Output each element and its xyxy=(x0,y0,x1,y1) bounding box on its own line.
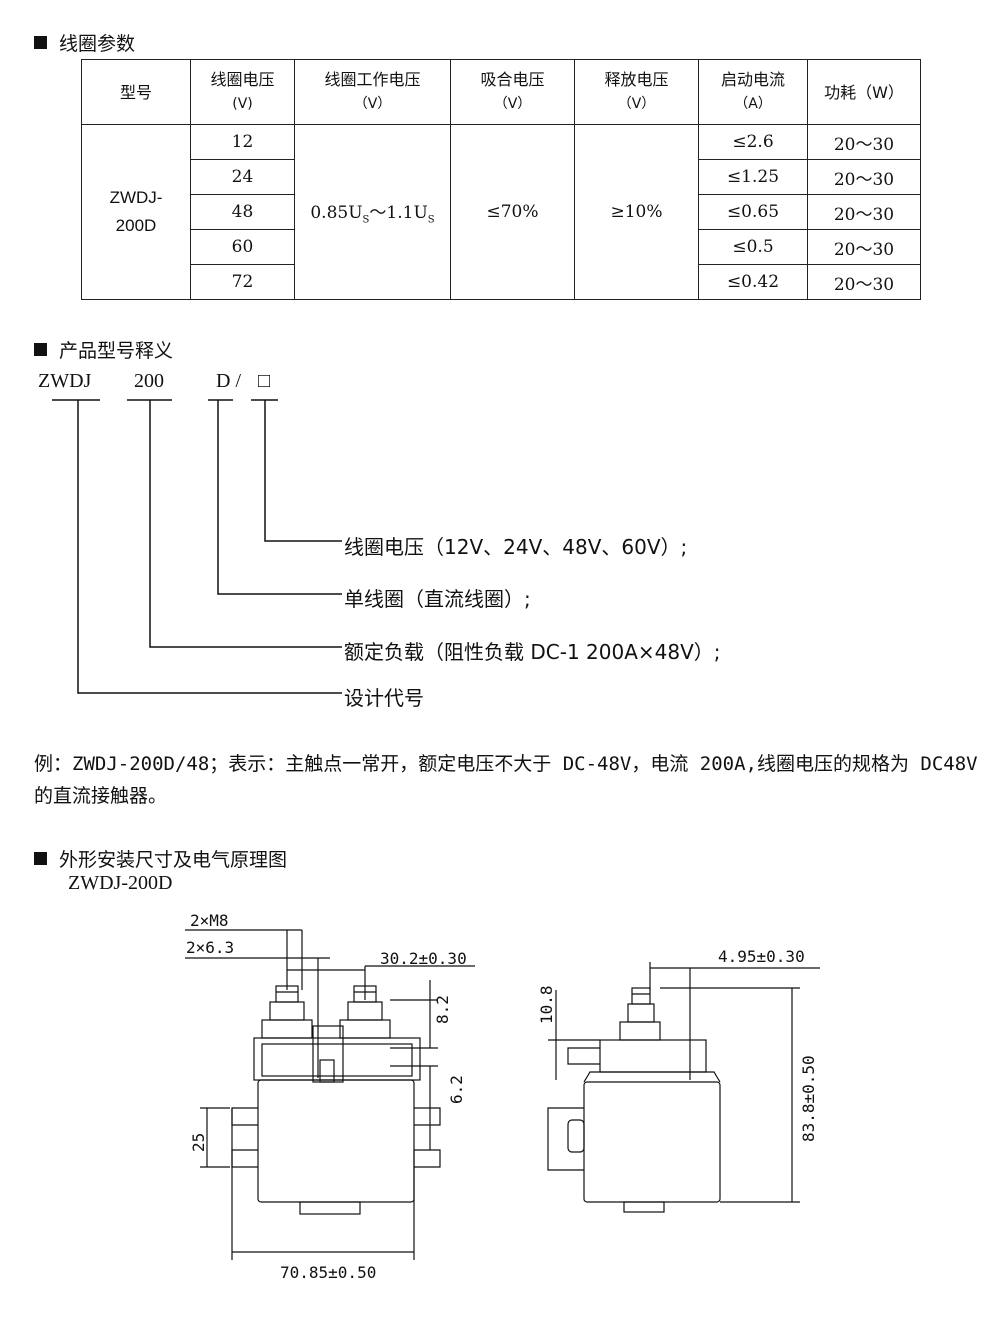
power-cell: 20～30 xyxy=(807,124,921,160)
current-cell: ≤0.65 xyxy=(698,194,808,230)
table-row: 24 ≤1.25 20～30 xyxy=(82,159,921,195)
coil-params-table: 型号 线圈电压(V) 线圈工作电压（V） 吸合电压（V） 释放电压（V） 启动电… xyxy=(81,59,921,300)
current-cell: ≤2.6 xyxy=(698,124,808,160)
dim-h1-label: 8.2 xyxy=(433,995,452,1024)
power-cell: 20～30 xyxy=(807,264,921,300)
legend-single-coil: 单线圈（直流线圈）; xyxy=(344,587,531,611)
section-title: 外形安装尺寸及电气原理图 xyxy=(59,849,288,871)
legend-rated-load: 额定负载（阻性负载 DC-1 200A×48V）; xyxy=(344,640,721,664)
bullet-square-icon xyxy=(34,36,47,49)
dim-offset-label: 4.95±0.30 xyxy=(718,947,805,966)
drawing-title: ZWDJ-200D xyxy=(68,872,173,894)
example-text: 例：ZWDJ-200D/48；表示：主触点一常开，额定电压不大于 DC-48V，… xyxy=(34,753,978,807)
dim-width-label: 70.85±0.50 xyxy=(280,1263,376,1282)
coil-voltage-cell: 60 xyxy=(190,229,295,265)
section-coil-params: 线圈参数 xyxy=(34,29,135,56)
table-row: 48 ≤0.65 20～30 xyxy=(82,194,921,230)
section-dimensions: 外形安装尺寸及电气原理图 xyxy=(34,845,287,872)
table-header-row: 型号 线圈电压(V) 线圈工作电压（V） 吸合电压（V） 释放电压（V） 启动电… xyxy=(81,59,921,125)
dim-height-label: 83.8±0.50 xyxy=(799,1055,818,1142)
dim-thread-label: 2×M8 xyxy=(190,911,229,930)
dim-h2-label: 6.2 xyxy=(447,1075,466,1104)
legend-design-code: 设计代号 xyxy=(344,686,424,710)
model-leader-lines xyxy=(52,399,342,694)
model-cell: ZWDJ-200D xyxy=(81,124,191,300)
side-view xyxy=(547,962,820,1213)
current-cell: ≤0.42 xyxy=(698,264,808,300)
bullet-square-icon xyxy=(34,343,47,356)
dim-25-label: 25 xyxy=(189,1133,208,1152)
model-code-series: ZWDJ xyxy=(38,370,92,392)
header-power: 功耗（W） xyxy=(807,59,921,125)
legend-coil-voltage: 线圈电压（12V、24V、48V、60V）; xyxy=(344,535,688,559)
dim-spacing-label: 30.2±0.30 xyxy=(380,949,467,968)
model-code-rating: 200 xyxy=(134,370,164,392)
section-title: 线圈参数 xyxy=(59,33,136,55)
table-row: 72 ≤0.42 20～30 xyxy=(82,264,921,300)
header-pull-in: 吸合电压（V） xyxy=(450,59,575,125)
pull-in-cell: ≤70% xyxy=(450,124,575,300)
power-cell: 20～30 xyxy=(807,194,921,230)
dim-terminal-label: 2×6.3 xyxy=(186,938,234,957)
header-release: 释放电压（V） xyxy=(574,59,699,125)
front-view xyxy=(185,929,475,1260)
coil-voltage-cell: 12 xyxy=(190,124,295,160)
coil-voltage-cell: 72 xyxy=(190,264,295,300)
section-title: 产品型号释义 xyxy=(59,340,174,362)
section-model-meaning: 产品型号释义 xyxy=(34,336,173,363)
bullet-square-icon xyxy=(34,852,47,865)
header-model: 型号 xyxy=(81,59,191,125)
table-row: ZWDJ-200D 12 0.85US～1.1US ≤70% ≥10% ≤2.6… xyxy=(81,124,921,300)
model-code-voltage-box: □ xyxy=(258,370,271,392)
coil-voltage-cell: 48 xyxy=(190,194,295,230)
working-voltage-cell: 0.85US～1.1US xyxy=(294,124,451,300)
release-cell: ≥10% xyxy=(574,124,699,300)
dim-side-h-label: 10.8 xyxy=(537,985,556,1024)
model-code-coil-type: D / xyxy=(216,370,241,392)
